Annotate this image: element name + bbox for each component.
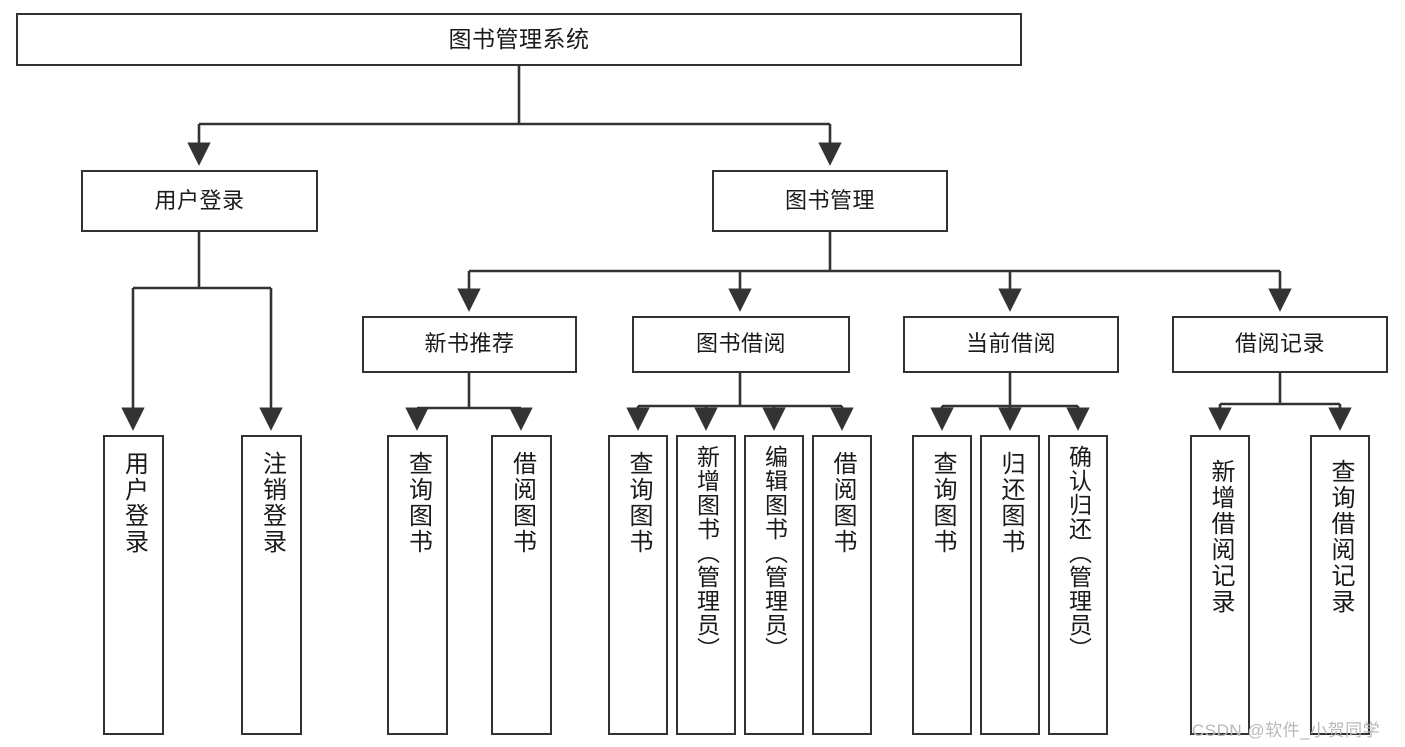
node-book-manage[interactable]: 图书管理: [712, 170, 948, 232]
node-leaf-current-borrow-3-label: 确认归还（管理员）: [1065, 445, 1092, 661]
node-book-borrow-label: 图书借阅: [695, 331, 786, 357]
node-leaf-new-book-1[interactable]: 查询图书: [387, 435, 448, 735]
node-leaf-current-borrow-3[interactable]: 确认归还（管理员）: [1048, 435, 1108, 735]
node-leaf-current-borrow-1-label: 查询图书: [929, 451, 956, 555]
node-leaf-current-borrow-2-label: 归还图书: [997, 451, 1024, 555]
node-leaf-new-book-1-label: 查询图书: [404, 451, 432, 555]
node-leaf-current-borrow-1[interactable]: 查询图书: [912, 435, 972, 735]
node-leaf-book-borrow-4-label: 借阅图书: [829, 451, 856, 555]
node-book-manage-label: 图书管理: [784, 187, 875, 213]
node-leaf-new-book-2-label: 借阅图书: [508, 451, 536, 555]
node-leaf-current-borrow-2[interactable]: 归还图书: [980, 435, 1040, 735]
node-leaf-user-login-1-label: 用户登录: [120, 451, 148, 555]
node-leaf-user-login-2[interactable]: 注销登录: [241, 435, 302, 735]
node-new-book-recommend-label: 新书推荐: [424, 331, 515, 357]
node-root-system[interactable]: 图书管理系统: [16, 13, 1022, 66]
node-leaf-book-borrow-2[interactable]: 新增图书（管理员）: [676, 435, 736, 735]
node-leaf-borrow-record-2-label: 查询借阅记录: [1327, 459, 1354, 615]
node-leaf-book-borrow-1[interactable]: 查询图书: [608, 435, 668, 735]
node-book-borrow[interactable]: 图书借阅: [632, 316, 850, 373]
node-new-book-recommend[interactable]: 新书推荐: [362, 316, 577, 373]
node-leaf-book-borrow-3[interactable]: 编辑图书（管理员）: [744, 435, 804, 735]
node-leaf-borrow-record-1-label: 新增借阅记录: [1207, 459, 1234, 615]
node-leaf-book-borrow-3-label: 编辑图书（管理员）: [761, 445, 788, 661]
node-leaf-book-borrow-2-label: 新增图书（管理员）: [693, 445, 720, 661]
node-current-borrow[interactable]: 当前借阅: [903, 316, 1119, 373]
node-leaf-book-borrow-1-label: 查询图书: [625, 451, 652, 555]
node-leaf-borrow-record-1[interactable]: 新增借阅记录: [1190, 435, 1250, 735]
node-leaf-borrow-record-2[interactable]: 查询借阅记录: [1310, 435, 1370, 735]
csdn-watermark: CSDN @软件_小贺同学: [1192, 721, 1381, 740]
node-user-login-label: 用户登录: [154, 187, 245, 213]
node-borrow-record-label: 借阅记录: [1234, 331, 1325, 357]
node-leaf-new-book-2[interactable]: 借阅图书: [491, 435, 552, 735]
node-leaf-user-login-1[interactable]: 用户登录: [103, 435, 164, 735]
node-root-system-label: 图书管理系统: [448, 25, 590, 52]
node-current-borrow-label: 当前借阅: [965, 331, 1056, 357]
node-borrow-record[interactable]: 借阅记录: [1172, 316, 1388, 373]
node-user-login[interactable]: 用户登录: [81, 170, 318, 232]
node-leaf-user-login-2-label: 注销登录: [258, 451, 286, 555]
node-leaf-book-borrow-4[interactable]: 借阅图书: [812, 435, 872, 735]
